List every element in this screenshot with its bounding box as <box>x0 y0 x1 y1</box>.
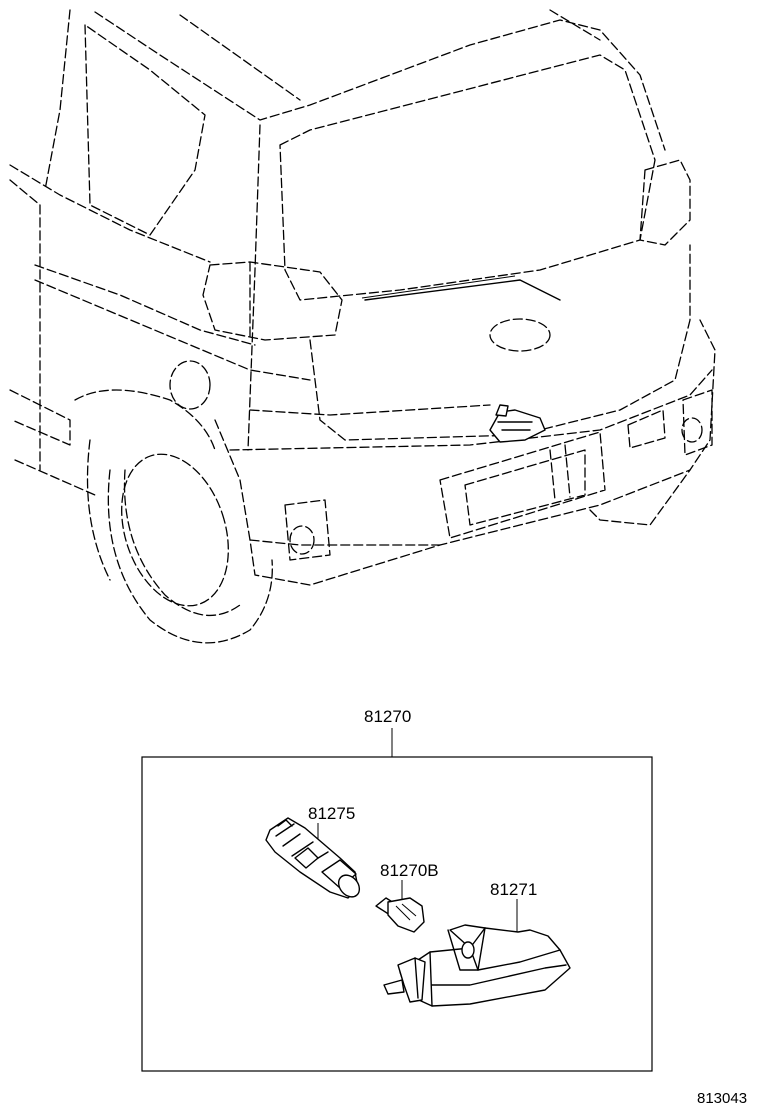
license-lamp-lens-icon <box>383 924 571 1007</box>
installed-license-lamp-icon <box>489 404 546 443</box>
callout-81270b: 81270B <box>380 861 439 880</box>
wedge-bulb-icon <box>375 897 425 933</box>
bulb-socket-icon <box>265 817 361 899</box>
assembly-box <box>141 756 653 1072</box>
figure-number: 813043 <box>697 1090 747 1107</box>
callout-81271: 81271 <box>490 880 537 899</box>
vehicle-illustration-icon <box>9 9 716 644</box>
callout-81270: 81270 <box>364 707 411 726</box>
callout-81275: 81275 <box>308 804 355 823</box>
